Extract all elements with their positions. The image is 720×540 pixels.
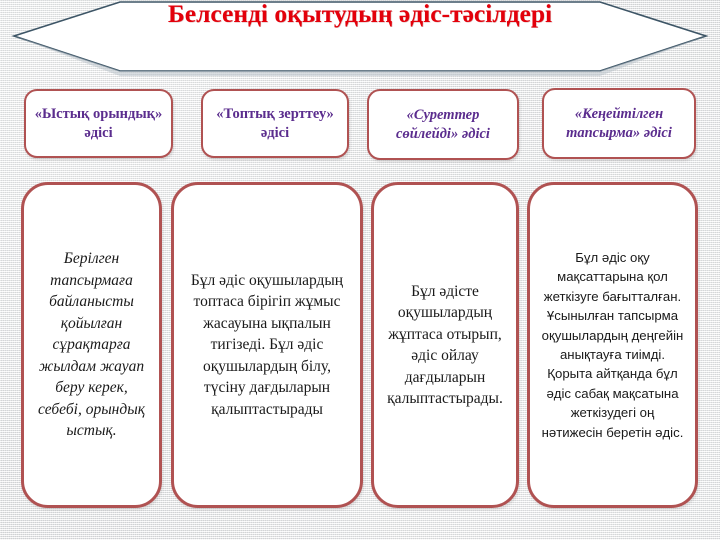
method-description-2-text: Бұл әдіс оқушылардың топтаса бірігіп жұм… [190,271,344,418]
method-description-3[interactable]: Бұл әдісте оқушылардың жұптаса отырып, ә… [371,182,519,508]
method-header-1-label: «Ыстық орындық» әдісі [34,105,163,141]
method-header-2[interactable]: «Топтық зерттеу» әдісі [201,89,349,158]
method-header-3-label: «Суреттер сөйлейді» әдісі [396,106,490,142]
method-header-2-label: «Топтық зерттеу» әдісі [216,105,334,141]
method-description-3-text: Бұл әдісте оқушылардың жұптаса отырып, ә… [387,282,503,408]
method-header-4[interactable]: «Кеңейтілген тапсырма» әдісі [542,88,696,159]
method-description-1-text: Берілген тапсырмаға байланысты қойылған … [38,250,145,440]
method-description-1[interactable]: Берілген тапсырмаға байланысты қойылған … [21,182,162,508]
title-banner: Белсенді оқытудың әдіс-тәсілдері [0,0,720,78]
method-header-1[interactable]: «Ыстық орындық» әдісі [24,89,173,158]
method-header-3[interactable]: «Суреттер сөйлейді» әдісі [367,89,519,160]
method-description-4[interactable]: Бұл әдіс оқу мақсаттарына қол жеткізуге … [527,182,698,508]
method-description-2[interactable]: Бұл әдіс оқушылардың топтаса бірігіп жұм… [171,182,363,508]
method-header-4-label: «Кеңейтілген тапсырма» әдісі [566,105,672,141]
method-description-4-text: Бұл әдіс оқу мақсаттарына қол жеткізуге … [541,249,684,440]
page-title: Белсенді оқытудың әдіс-тәсілдері [167,0,553,28]
banner-chevron-shape [11,1,709,76]
